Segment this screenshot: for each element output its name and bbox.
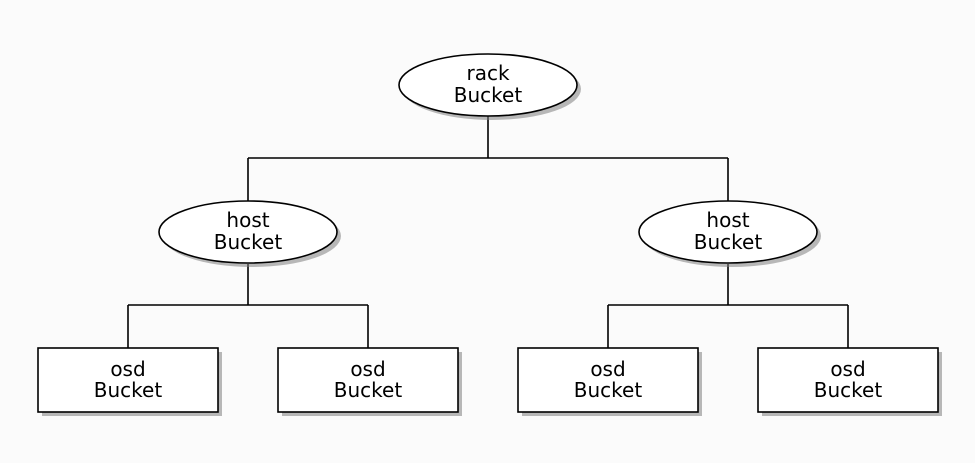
node-rack-bucket-label: Bucket — [454, 83, 523, 107]
edge-host-right-to-osds — [607, 264, 849, 348]
node-osd-2-type-label: osd — [350, 357, 385, 381]
node-host-left: host Bucket — [158, 200, 341, 267]
node-osd-3-bucket-label: Bucket — [574, 378, 643, 402]
node-osd-2: osd Bucket — [277, 347, 462, 416]
node-host-right: host Bucket — [638, 200, 821, 267]
connectors — [127, 116, 849, 348]
node-rack: rack Bucket — [398, 53, 581, 120]
node-osd-1: osd Bucket — [37, 347, 222, 416]
edge-rack-to-hosts — [247, 116, 729, 201]
node-osd-1-type-label: osd — [110, 357, 145, 381]
edge-host-left-to-osds — [127, 264, 369, 348]
node-rack-type-label: rack — [466, 61, 509, 85]
node-osd-3: osd Bucket — [517, 347, 702, 416]
node-osd-2-bucket-label: Bucket — [334, 378, 403, 402]
node-host-left-bucket-label: Bucket — [214, 230, 283, 254]
node-host-right-bucket-label: Bucket — [694, 230, 763, 254]
node-host-left-type-label: host — [226, 208, 269, 232]
node-osd-1-bucket-label: Bucket — [94, 378, 163, 402]
node-host-right-type-label: host — [706, 208, 749, 232]
node-osd-4-type-label: osd — [830, 357, 865, 381]
node-osd-4: osd Bucket — [757, 347, 942, 416]
node-osd-3-type-label: osd — [590, 357, 625, 381]
node-osd-4-bucket-label: Bucket — [814, 378, 883, 402]
